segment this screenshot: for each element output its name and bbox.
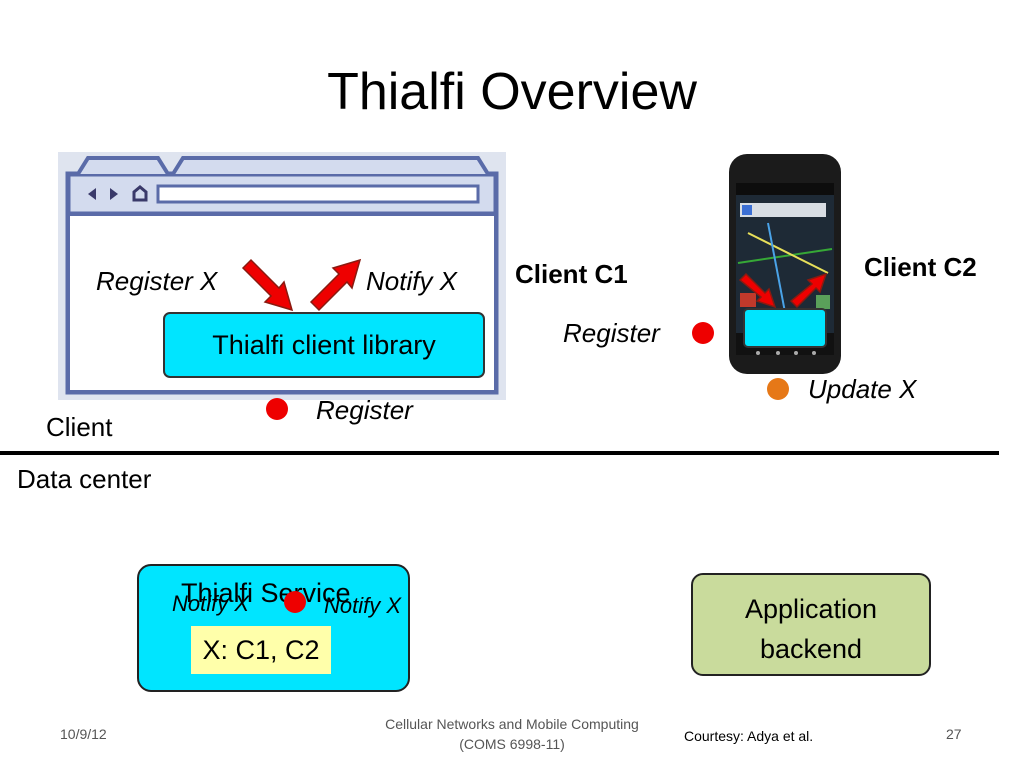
footer-course-line2: (COMS 6998-11) (459, 736, 565, 752)
registry-entry-box: X: C1, C2 (191, 626, 331, 674)
notify-x-label: Notify X (366, 266, 458, 296)
register-browser-dot (266, 398, 288, 420)
application-backend-box: Application backend (691, 573, 931, 676)
client-section-label: Client (46, 412, 113, 442)
client-datacenter-divider (0, 451, 999, 455)
register-arrow (241, 258, 294, 312)
phone-register-arrow (738, 272, 777, 309)
notify-arrow (309, 258, 362, 312)
register-c1-label: Register (563, 318, 660, 348)
footer-course-line1: Cellular Networks and Mobile Computing (385, 716, 639, 732)
client-c1-label: Client C1 (515, 259, 628, 289)
footer-courtesy: Courtesy: Adya et al. (684, 728, 814, 744)
update-x-label: Update X (808, 374, 917, 404)
register-browser-label: Register (316, 395, 413, 425)
client-c2-label: Client C2 (864, 252, 977, 282)
footer-page-number: 27 (946, 726, 962, 742)
slide-title: Thialfi Overview (327, 63, 697, 121)
update-x-dot (767, 378, 789, 400)
datacenter-section-label: Data center (17, 464, 152, 494)
thialfi-client-library: Thialfi client library (163, 312, 485, 378)
register-c1-dot (692, 322, 714, 344)
phone-notify-arrow (789, 272, 828, 309)
service-notify-dot (284, 591, 306, 613)
thialfi-service-title: Thialfi Service (181, 578, 351, 608)
footer-course: Cellular Networks and Mobile Computing (… (362, 714, 662, 754)
service-notify-left-label: Notify X (172, 591, 250, 616)
register-x-label: Register X (96, 266, 218, 296)
service-notify-right-label: Notify X (324, 593, 402, 618)
phone-client-library-box (743, 308, 827, 348)
footer-date: 10/9/12 (60, 726, 107, 742)
